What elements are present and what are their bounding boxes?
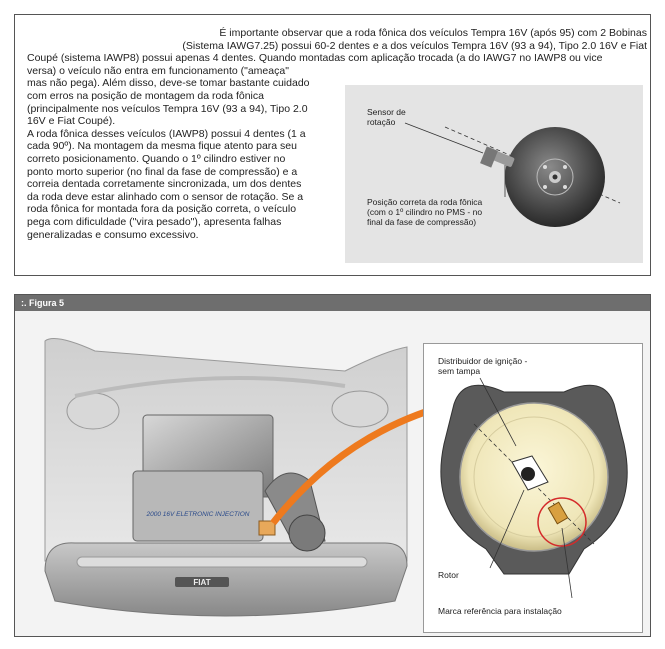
text-line: ponto morto superior (no final da fase d…	[27, 165, 298, 178]
text-line: roda fônica for montada fora da posição …	[27, 203, 297, 216]
text-line: pega com dificuldade ("vira pesado"), ap…	[27, 215, 282, 228]
reference-mark-label: Marca referência para instalação	[438, 606, 562, 616]
phonic-wheel-drawing	[404, 122, 621, 227]
text-line: A roda fônica desses veículos (IAWP8) po…	[27, 127, 306, 140]
text-line: É importante observar que a roda fônica …	[219, 27, 647, 39]
text-line: correia dentada corretamente sincronizad…	[27, 178, 302, 191]
figure-title: :. Figura 5	[15, 295, 650, 311]
text-line: (Sistema IAWG7.25) possui 60-2 dentes e …	[182, 39, 647, 52]
engine-bay-drawing: FIAT 2000 16V ELETRONIC INJECTION	[44, 338, 463, 617]
position-label: Posição correta da roda fônica (com o 1º…	[367, 197, 483, 227]
reference-mark	[547, 501, 569, 525]
text-panel: É importante observar que a roda fônica …	[14, 14, 651, 276]
phonic-wheel-inset: Sensor de rotação Posição correta da rod…	[345, 85, 643, 263]
distributor-callout: Distribuidor de ignição - sem tampa Roto…	[423, 343, 643, 633]
body-paragraph: É importante observar que a roda fônica …	[27, 27, 647, 241]
distributor-location	[258, 520, 276, 536]
svg-text:FIAT: FIAT	[193, 578, 210, 587]
text-line: correto posicionamento. Quando o 1º cili…	[27, 152, 286, 165]
figure-canvas: FIAT 2000 16V ELETRONIC INJECTION	[15, 311, 650, 636]
text-line: (principalmente nos veículos Tempra 16V …	[27, 102, 308, 115]
text-line: Coupé (sistema IAWP8) possui apenas 4 de…	[27, 52, 603, 65]
left-headlight	[66, 392, 120, 430]
text-line: cada 90º). Na montagem da mesma fique at…	[27, 140, 297, 153]
text-line: mas não pega). Além disso, deve-se tomar…	[27, 77, 310, 90]
right-headlight	[331, 390, 389, 428]
text-line: da roda deve estar alinhado com o sensor…	[27, 190, 304, 203]
distributor-drawing	[440, 377, 628, 599]
engine-cover-text: 2000 16V ELETRONIC INJECTION	[146, 511, 250, 518]
text-line: com erros na posição de montagem da roda…	[27, 89, 264, 102]
text-line: 16V e Fiat Coupé).	[27, 115, 116, 128]
figure-5: :. Figura 5	[14, 294, 651, 637]
highlight-circle	[537, 497, 587, 547]
distributor-label: Distribuidor de ignição - sem tampa	[438, 356, 528, 376]
text-line: versa) o veículo não entra em funcioname…	[27, 64, 289, 77]
sensor-label: Sensor de rotação	[367, 107, 406, 127]
rotor-label: Rotor	[438, 570, 459, 580]
text-line: generalizadas e consumo excessivo.	[27, 228, 199, 241]
fiat-badge	[175, 577, 229, 587]
